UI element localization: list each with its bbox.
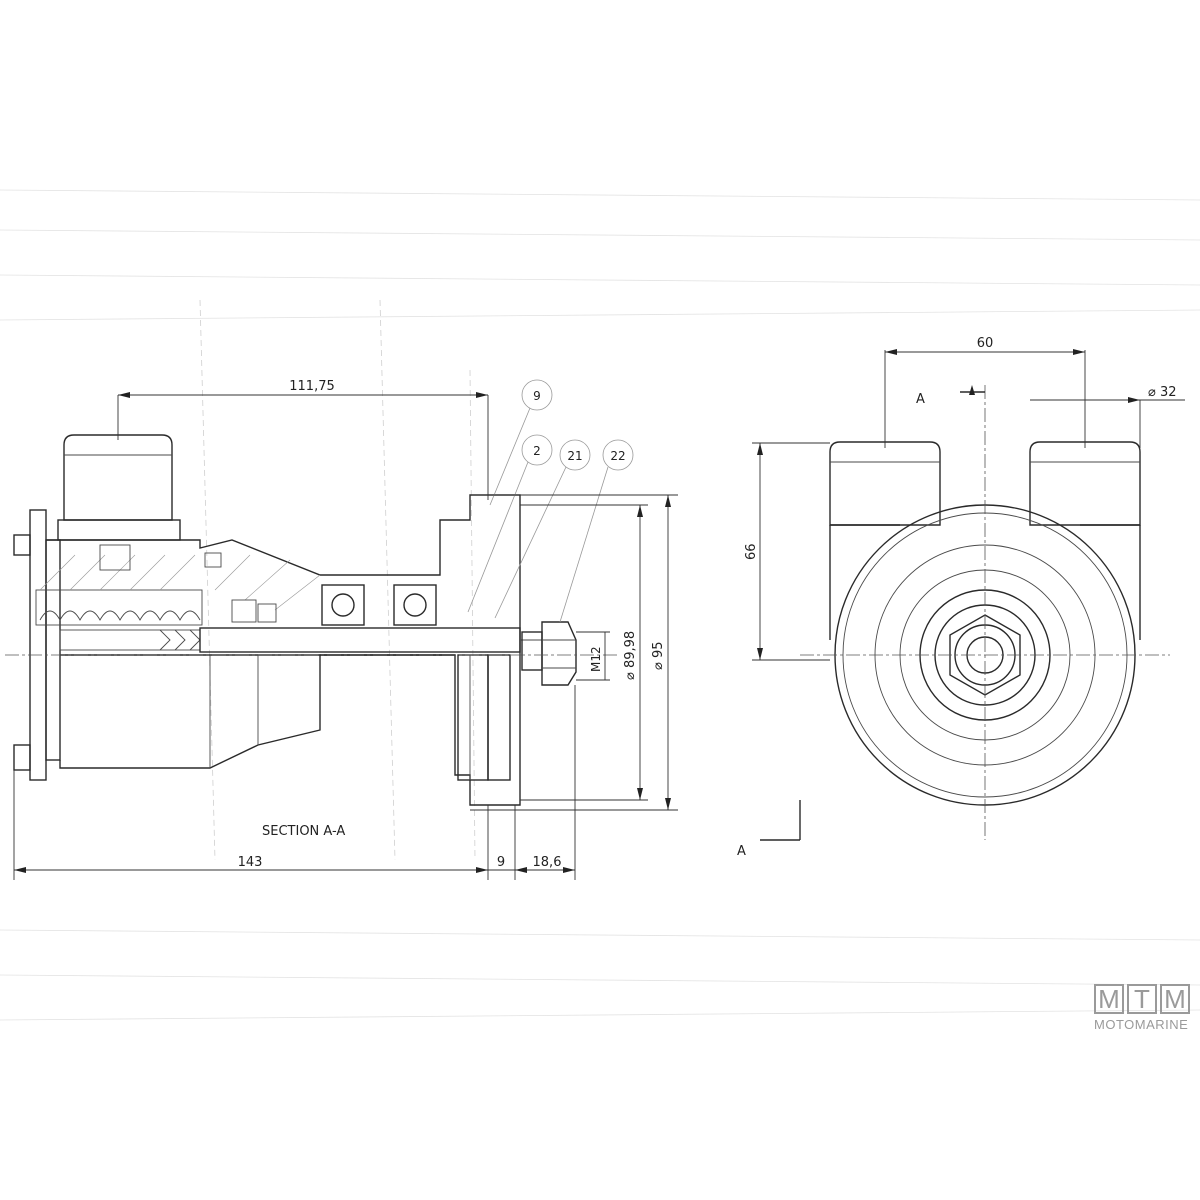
balloon-2: 2 (533, 444, 541, 458)
dim-shaft-end: 18,6 (533, 855, 562, 870)
dim-pulley-inner-dia: ⌀ 89,98 (623, 631, 638, 680)
section-marker-top: A (916, 392, 925, 407)
shaft-nut (521, 621, 577, 686)
section-marker-bottom: A (737, 844, 746, 859)
balloon-9: 9 (533, 389, 541, 403)
logo-letter-m1: M (1094, 984, 1124, 1014)
background-ghost-lines (0, 189, 1200, 1021)
logo-letter-t: T (1127, 984, 1157, 1014)
dim-hose-offset: 111,75 (289, 379, 335, 394)
port-left (829, 441, 941, 526)
drive-shaft (199, 627, 521, 653)
part-balloons: 9 2 21 22 (467, 379, 634, 623)
dim-thread: M12 (589, 646, 603, 672)
port-right (1029, 441, 1141, 526)
pulley (457, 654, 511, 781)
logo-letter-m2: M (1160, 984, 1190, 1014)
balloon-22: 22 (610, 449, 625, 463)
section-view (5, 434, 620, 806)
impeller-cross-section (35, 554, 321, 651)
dim-port-spacing: 60 (977, 336, 994, 351)
bearings (231, 584, 437, 626)
dim-overall-length: 143 (238, 855, 263, 870)
pump-body-outline (46, 494, 521, 806)
dim-pulley-gap: 9 (497, 855, 505, 870)
mounting-flange (29, 509, 47, 781)
front-dimensions: 60 ⌀ 32 66 A A (737, 336, 1185, 859)
balloon-21: 21 (567, 449, 582, 463)
dim-height: 66 (744, 543, 759, 560)
section-dimensions: 111,75 143 9 18,6 ⌀ 89,98 ⌀ 95 M12 SEC (13, 379, 678, 880)
dim-pulley-outer-dia: ⌀ 95 (651, 641, 666, 670)
section-title: SECTION A-A (262, 824, 345, 839)
logo-wordmark: MOTOMARINE (1094, 1017, 1189, 1032)
motomarine-logo: M T M MOTOMARINE (1094, 984, 1194, 1054)
inlet-port (57, 434, 181, 541)
front-view (800, 385, 1170, 840)
dim-port-dia: ⌀ 32 (1148, 385, 1177, 400)
